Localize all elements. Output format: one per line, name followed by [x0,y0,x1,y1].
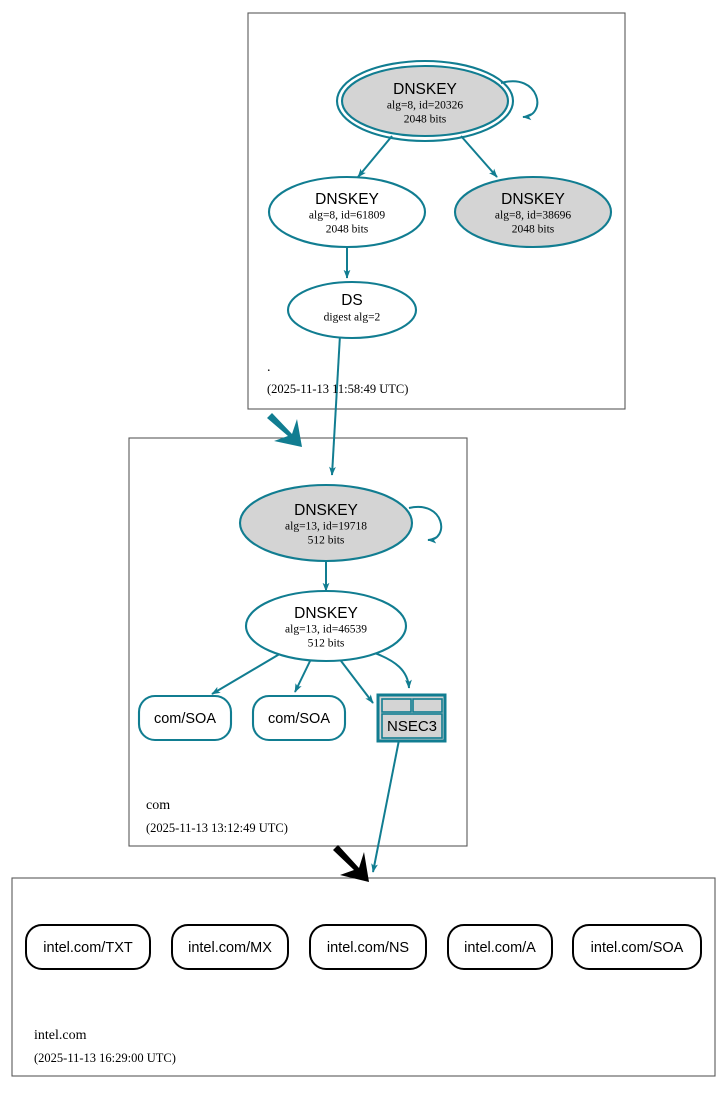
node-rrset-com-soa-2[interactable]: com/SOA [251,694,347,742]
node-keysize: 2048 bits [404,114,447,126]
node-dnskey-com-zsk-46539[interactable]: DNSKEY alg=13, id=46539 512 bits [244,589,408,663]
node-title: DS [341,292,363,309]
edge-com-ksk-self-loop [408,505,443,544]
node-nsec3-com[interactable]: NSEC3 [376,693,447,743]
node-rrset-intel-ns[interactable]: intel.com/NS [309,924,427,970]
delegation-arrow-root-to-com [267,413,302,447]
node-dnskey-root-ksk-20326[interactable]: DNSKEY alg=8, id=20326 2048 bits [335,59,515,143]
node-title: DNSKEY [294,502,358,519]
node-label: NSEC3 [387,718,437,735]
delegation-arrow-com-to-intel [333,845,369,882]
node-rrset-intel-mx[interactable]: intel.com/MX [171,924,289,970]
zone-label-root: . [267,360,271,375]
node-rrset-intel-a[interactable]: intel.com/A [447,924,553,970]
zone-box-intel-com [11,877,716,1077]
edge-com-zsk-to-soa-2 [294,656,313,693]
edge-root-ds-to-com-ksk [329,334,341,476]
node-title: DNSKEY [393,81,457,98]
zone-label-com: com [146,798,170,813]
node-ds-root[interactable]: DS digest alg=2 [286,280,418,340]
node-dnskey-root-zsk-61809[interactable]: DNSKEY alg=8, id=61809 2048 bits [267,175,427,249]
node-title: DNSKEY [501,191,565,208]
edge-root-ksk-to-zsk-61809 [357,135,393,178]
edge-root-ksk-self-loop [500,80,539,121]
node-label: intel.com/NS [327,940,409,956]
edge-com-zsk-to-nsec3-left [337,656,374,704]
node-keysize: 2048 bits [326,224,369,236]
node-keysize: 512 bits [308,535,345,547]
node-label: com/SOA [268,711,330,727]
zone-timestamp-root: (2025-11-13 11:58:49 UTC) [267,382,408,396]
node-label: intel.com/TXT [43,940,133,956]
zone-timestamp-com: (2025-11-13 13:12:49 UTC) [146,821,288,835]
zone-label-intel-com: intel.com [34,1028,87,1043]
node-rrset-intel-txt[interactable]: intel.com/TXT [25,924,151,970]
node-title: DNSKEY [294,605,358,622]
node-keyinfo: alg=8, id=61809 [309,210,385,222]
node-keyinfo: alg=13, id=46539 [285,624,367,636]
node-label: intel.com/A [464,940,536,956]
edge-com-zsk-to-soa-1 [211,651,284,695]
node-keysize: 2048 bits [512,224,555,236]
node-keyinfo: alg=13, id=19718 [285,521,367,533]
node-digest: digest alg=2 [324,312,381,324]
node-keyinfo: alg=8, id=38696 [495,210,571,222]
edge-root-ksk-to-zsk-38696 [460,135,498,178]
node-dnskey-com-ksk-19718[interactable]: DNSKEY alg=13, id=19718 512 bits [238,483,414,563]
node-keyinfo: alg=8, id=20326 [387,100,463,112]
node-title: DNSKEY [315,191,379,208]
node-label: com/SOA [154,711,216,727]
node-keysize: 512 bits [308,638,345,650]
node-label: intel.com/MX [188,940,272,956]
node-label: intel.com/SOA [591,940,684,956]
node-dnskey-root-zsk-38696[interactable]: DNSKEY alg=8, id=38696 2048 bits [453,175,613,249]
node-rrset-intel-soa[interactable]: intel.com/SOA [572,924,702,970]
node-rrset-com-soa-1[interactable]: com/SOA [137,694,233,742]
edge-com-nsec3-to-intel-zone [371,739,400,873]
zone-timestamp-intel-com: (2025-11-13 16:29:00 UTC) [34,1051,176,1065]
